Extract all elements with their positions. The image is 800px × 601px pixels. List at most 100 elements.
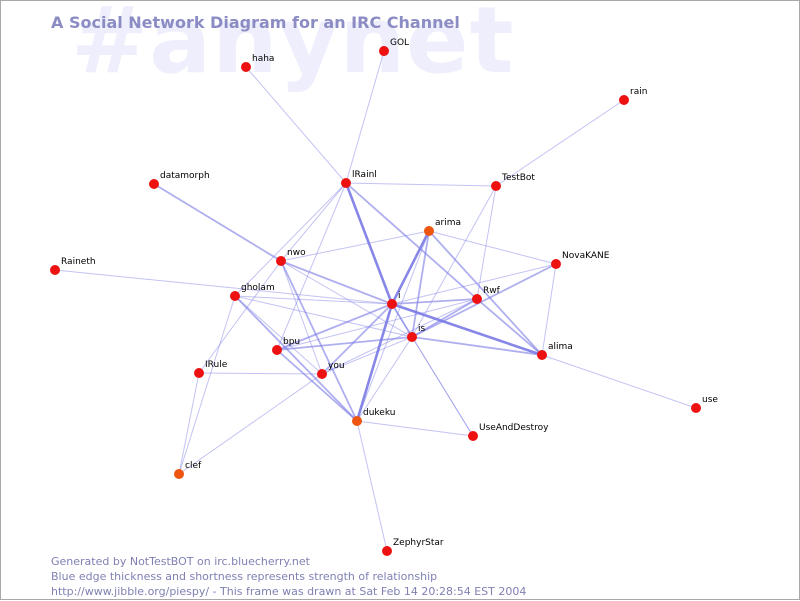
node-rain[interactable]: rain bbox=[619, 87, 647, 105]
edge-arima-i bbox=[390, 230, 431, 305]
node-marker-you bbox=[317, 369, 327, 379]
edge-Rwf-bpu bbox=[276, 298, 478, 351]
node-marker-Rwf bbox=[472, 294, 482, 304]
node-bpu[interactable]: bpu bbox=[272, 337, 300, 355]
edge-TestBot-Rwf bbox=[476, 185, 497, 300]
edge-arima-is bbox=[411, 230, 430, 338]
edge-TestBot-is bbox=[411, 185, 497, 338]
node-NovaKANE[interactable]: NovaKANE bbox=[551, 251, 610, 269]
edge-Rwf-alima bbox=[476, 298, 543, 356]
footer: Generated by NotTestBOT on irc.bluecherr… bbox=[51, 554, 526, 599]
node-layer: haha GOL rain datamorph lRainl TestBot arimaRa… bbox=[50, 38, 718, 556]
node-label-clef: clef bbox=[185, 461, 202, 471]
node-marker-arima bbox=[424, 226, 434, 236]
node-use[interactable]: use bbox=[691, 395, 718, 413]
edge-IRainl-i bbox=[344, 182, 394, 305]
node-Raineth[interactable]: Raineth bbox=[50, 257, 96, 275]
edge-GOL-IRainl bbox=[345, 50, 385, 184]
node-alima[interactable]: alima bbox=[537, 342, 573, 360]
node-clef[interactable]: clef bbox=[174, 461, 202, 479]
node-Rwf[interactable]: Rwf bbox=[472, 286, 501, 304]
edge-gholam-dukeku bbox=[234, 295, 358, 422]
node-nwo[interactable]: nwo bbox=[276, 248, 306, 266]
node-label-you: you bbox=[328, 361, 345, 371]
edge-dukeku-ZephyrStar bbox=[356, 420, 388, 552]
edge-nwo-dukeku bbox=[280, 260, 358, 422]
node-i[interactable]: i bbox=[387, 291, 401, 309]
node-marker-dukeku bbox=[352, 416, 362, 426]
node-you[interactable]: you bbox=[317, 361, 345, 379]
node-marker-gholam bbox=[230, 291, 240, 301]
edge-IRainl-TestBot bbox=[345, 182, 497, 187]
node-GOL[interactable]: GOL bbox=[379, 38, 409, 56]
edge-gholam-is bbox=[234, 295, 413, 338]
edge-alima-use bbox=[541, 354, 697, 409]
node-haha[interactable]: haha bbox=[241, 54, 274, 72]
edge-arima-alima bbox=[428, 230, 543, 356]
node-TestBot[interactable]: TestBot bbox=[491, 173, 535, 191]
edge-NovaKANE-i bbox=[391, 263, 557, 305]
node-is[interactable]: is bbox=[407, 324, 426, 342]
node-label-Raineth: Raineth bbox=[61, 257, 96, 267]
node-label-IRule: IRule bbox=[205, 360, 228, 370]
node-marker-NovaKANE bbox=[551, 259, 561, 269]
node-label-bpu: bpu bbox=[283, 337, 300, 347]
node-label-NovaKANE: NovaKANE bbox=[562, 251, 610, 261]
edge-bpu-dukeku bbox=[276, 349, 358, 422]
footer-legend-note: Blue edge thickness and shortness repres… bbox=[51, 570, 438, 583]
node-marker-haha bbox=[241, 62, 251, 72]
node-IRule[interactable]: IRule bbox=[194, 360, 228, 378]
node-UseAndDestroy[interactable]: UseAndDestroy bbox=[468, 423, 549, 441]
node-marker-TestBot bbox=[491, 181, 501, 191]
node-label-gholam: gholam bbox=[241, 283, 275, 293]
node-label-use: use bbox=[702, 395, 718, 405]
edge-i-UseAndDestroy bbox=[391, 303, 474, 437]
node-marker-datamorph bbox=[149, 179, 159, 189]
edge-arima-dukeku bbox=[356, 230, 430, 422]
node-label-alima: alima bbox=[548, 342, 573, 352]
edge-layer bbox=[54, 50, 697, 552]
edge-Rwf-is bbox=[411, 298, 478, 338]
node-label-UseAndDestroy: UseAndDestroy bbox=[479, 423, 549, 433]
edge-gholam-you bbox=[234, 295, 323, 375]
edge-nwo-you bbox=[280, 260, 323, 375]
edge-IRainl-nwo bbox=[280, 182, 347, 262]
node-marker-ZephyrStar bbox=[382, 546, 392, 556]
node-marker-bpu bbox=[272, 345, 282, 355]
node-label-is: is bbox=[418, 324, 426, 334]
node-marker-alima bbox=[537, 350, 547, 360]
edge-IRainl-bpu bbox=[276, 182, 347, 351]
edge-arima-nwo bbox=[280, 230, 430, 262]
edge-is-you bbox=[321, 336, 413, 375]
edge-clef-you bbox=[178, 373, 323, 475]
node-label-arima: arima bbox=[435, 218, 461, 228]
diagram-title: A Social Network Diagram for an IRC Chan… bbox=[51, 13, 460, 32]
node-label-i: i bbox=[398, 291, 401, 301]
edge-is-dukeku bbox=[356, 336, 413, 422]
edge-Raineth-i bbox=[54, 269, 393, 305]
edge-rain-TestBot bbox=[495, 99, 625, 187]
node-marker-IRule bbox=[194, 368, 204, 378]
edge-i-Rwf bbox=[391, 298, 478, 305]
node-marker-Raineth bbox=[50, 265, 60, 275]
node-ZephyrStar[interactable]: ZephyrStar bbox=[382, 538, 444, 556]
edge-i-is bbox=[391, 303, 413, 338]
node-IRainl[interactable]: lRainl bbox=[341, 170, 377, 188]
node-datamorph[interactable]: datamorph bbox=[149, 171, 210, 189]
node-arima[interactable]: arima bbox=[424, 218, 461, 236]
edge-is-alima bbox=[411, 336, 543, 356]
node-dukeku[interactable]: dukeku bbox=[352, 408, 395, 426]
edge-i-dukeku bbox=[355, 303, 394, 422]
edge-dukeku-UseAndDestroy bbox=[356, 420, 474, 437]
edge-IRainl-Rwf bbox=[345, 182, 478, 300]
node-gholam[interactable]: gholam bbox=[230, 283, 275, 301]
node-label-dukeku: dukeku bbox=[363, 408, 395, 418]
edge-NovaKANE-alima bbox=[541, 263, 557, 356]
edge-nwo-is bbox=[280, 260, 413, 338]
node-marker-i bbox=[387, 299, 397, 309]
edge-nwo-IRule bbox=[198, 260, 282, 374]
node-label-datamorph: datamorph bbox=[160, 171, 210, 181]
node-label-GOL: GOL bbox=[390, 38, 409, 48]
